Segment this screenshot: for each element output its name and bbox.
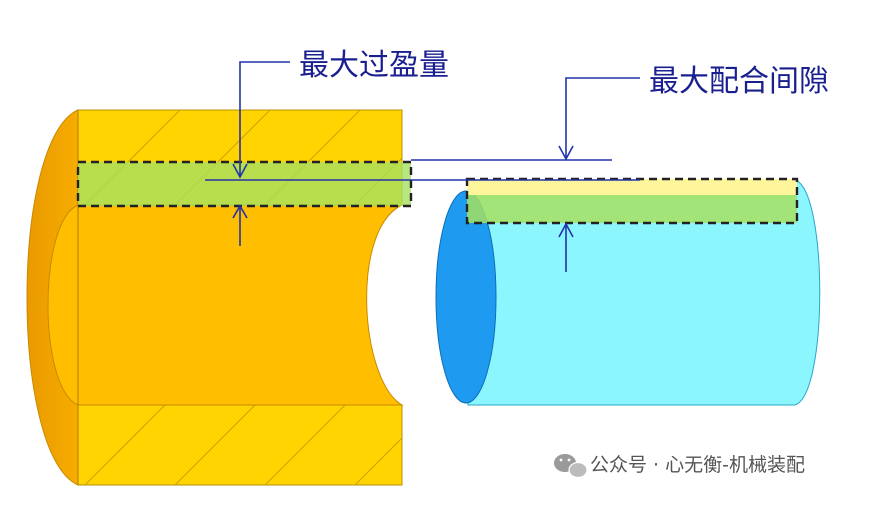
hole-part	[26, 109, 404, 486]
wechat-icon	[554, 454, 588, 479]
hole-bottom-wall	[77, 404, 403, 486]
watermark: 公众号 · 心无衡-机械装配	[554, 454, 805, 479]
clearance-leader-line	[565, 77, 640, 158]
shaft-part	[435, 179, 821, 406]
hole-bottom-hatch	[84, 405, 402, 485]
watermark-text: 公众号 · 心无衡-机械装配	[590, 454, 805, 476]
shaft-body	[467, 179, 821, 406]
clearance-arrow-down	[558, 145, 574, 161]
max-interference-annotation	[205, 61, 640, 246]
shaft-tolerance-zone	[465, 177, 799, 225]
max-clearance-annotation	[411, 77, 640, 272]
max-clearance-label: 最大配合间隙	[649, 64, 829, 99]
interference-leader-line	[239, 61, 290, 176]
hole-bore-surface	[47, 204, 404, 406]
interference-arrow-up	[232, 204, 248, 219]
interference-arrow-down	[232, 163, 248, 179]
max-interference-label: 最大过盈量	[299, 48, 449, 83]
clearance-arrow-up	[558, 222, 574, 238]
